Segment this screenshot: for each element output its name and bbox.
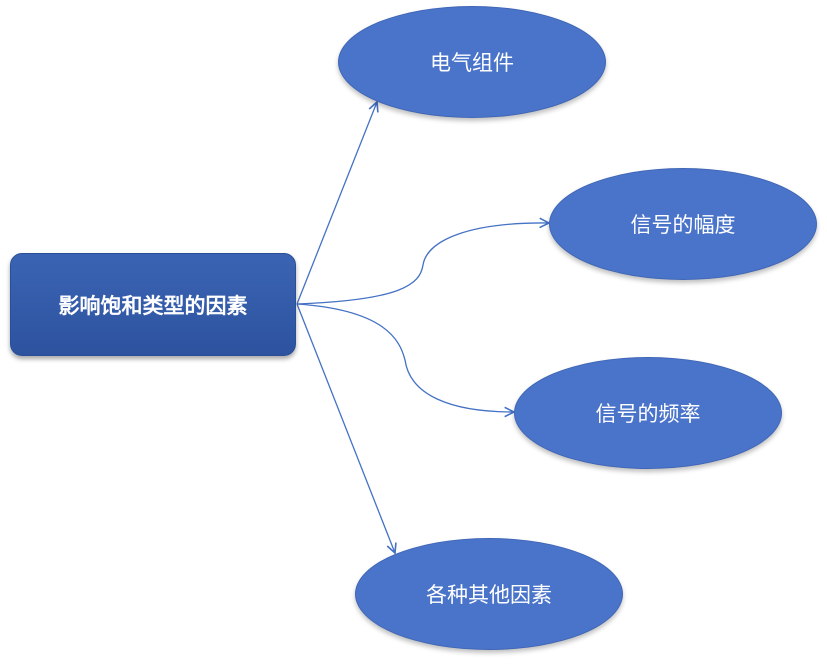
root-node-label: 影响饱和类型的因素 bbox=[58, 293, 248, 318]
node-label: 电气组件 bbox=[430, 51, 514, 75]
connector-to-signal-frequency bbox=[296, 303, 514, 412]
node-signal-amplitude: 信号的幅度 bbox=[549, 168, 817, 280]
node-label: 各种其他因素 bbox=[426, 583, 552, 607]
node-signal-frequency: 信号的频率 bbox=[514, 357, 782, 469]
node-label: 信号的幅度 bbox=[630, 213, 736, 237]
node-other-factors: 各种其他因素 bbox=[355, 538, 623, 650]
connector-to-signal-amplitude bbox=[296, 223, 549, 305]
node-label: 信号的频率 bbox=[595, 402, 701, 426]
connector-to-other-factors bbox=[296, 303, 395, 553]
node-electrical-components: 电气组件 bbox=[338, 6, 606, 118]
root-node: 影响饱和类型的因素 bbox=[10, 253, 296, 356]
connector-to-electrical-components bbox=[296, 102, 377, 305]
